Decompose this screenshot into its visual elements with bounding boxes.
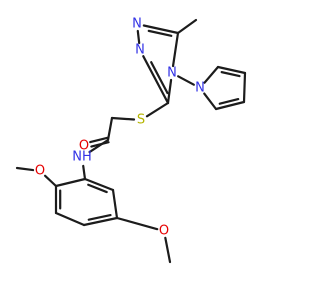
bond-c4r-c5r-inner [87,213,112,221]
triazole-n2-label: N [135,43,145,58]
bond-c5-n1-inner [147,29,173,37]
methoxy-oxygen-2-label: O [159,224,169,239]
bond-c5-me [176,18,198,35]
bond-o2-me2 [164,236,172,264]
bond-c3r-c4r [54,211,86,227]
carbonyl-oxygen-label: O [79,139,89,154]
bond-cam-nh [88,138,110,154]
bond-c5r-o2 [115,216,159,231]
bond-pa-pb-inner [220,71,241,78]
bond-npyr-pa [203,65,220,84]
bond-nh-c1r [82,164,87,181]
bond-pc-pd [214,100,246,111]
bond-pc-pd-inner [218,98,240,105]
triazole-n4-label: N [167,66,177,81]
sulfur-label: S [137,113,145,128]
triazole-n1-label: N [132,17,142,32]
bond-c5r-c6r [111,188,119,220]
bond-c3-s [145,101,170,118]
bond-pa-pb [216,65,247,75]
bond-c5-n1 [142,24,180,35]
bond-n2-c3-inner [150,61,169,95]
bond-cam-o-a [89,136,109,144]
bond-c3-n4 [166,78,173,105]
methoxy-oxygen-1-label: O [35,164,45,179]
bond-pb-pc [242,71,247,104]
bond-c6r-c1r-inner [87,183,108,194]
bond-n1-n2 [136,29,141,45]
bond-c1r-c2r [54,177,87,188]
bond-c4r-c5r [82,216,119,227]
bond-n4-npyr [177,75,195,86]
bond-c2r-o1 [44,174,58,188]
bond-layer [15,18,247,264]
bond-c6r-c1r [83,177,115,192]
bond-ch2-cam [106,116,114,142]
bond-pd-npyr [203,92,218,111]
bond-s-ch2 [110,116,136,121]
bond-o1-me1 [15,166,35,172]
bond-n2-c3 [142,55,170,105]
pyrrole-n-label: N [195,81,205,96]
amide-nh-label: NH [72,150,92,165]
bond-n4-c5 [171,31,180,68]
